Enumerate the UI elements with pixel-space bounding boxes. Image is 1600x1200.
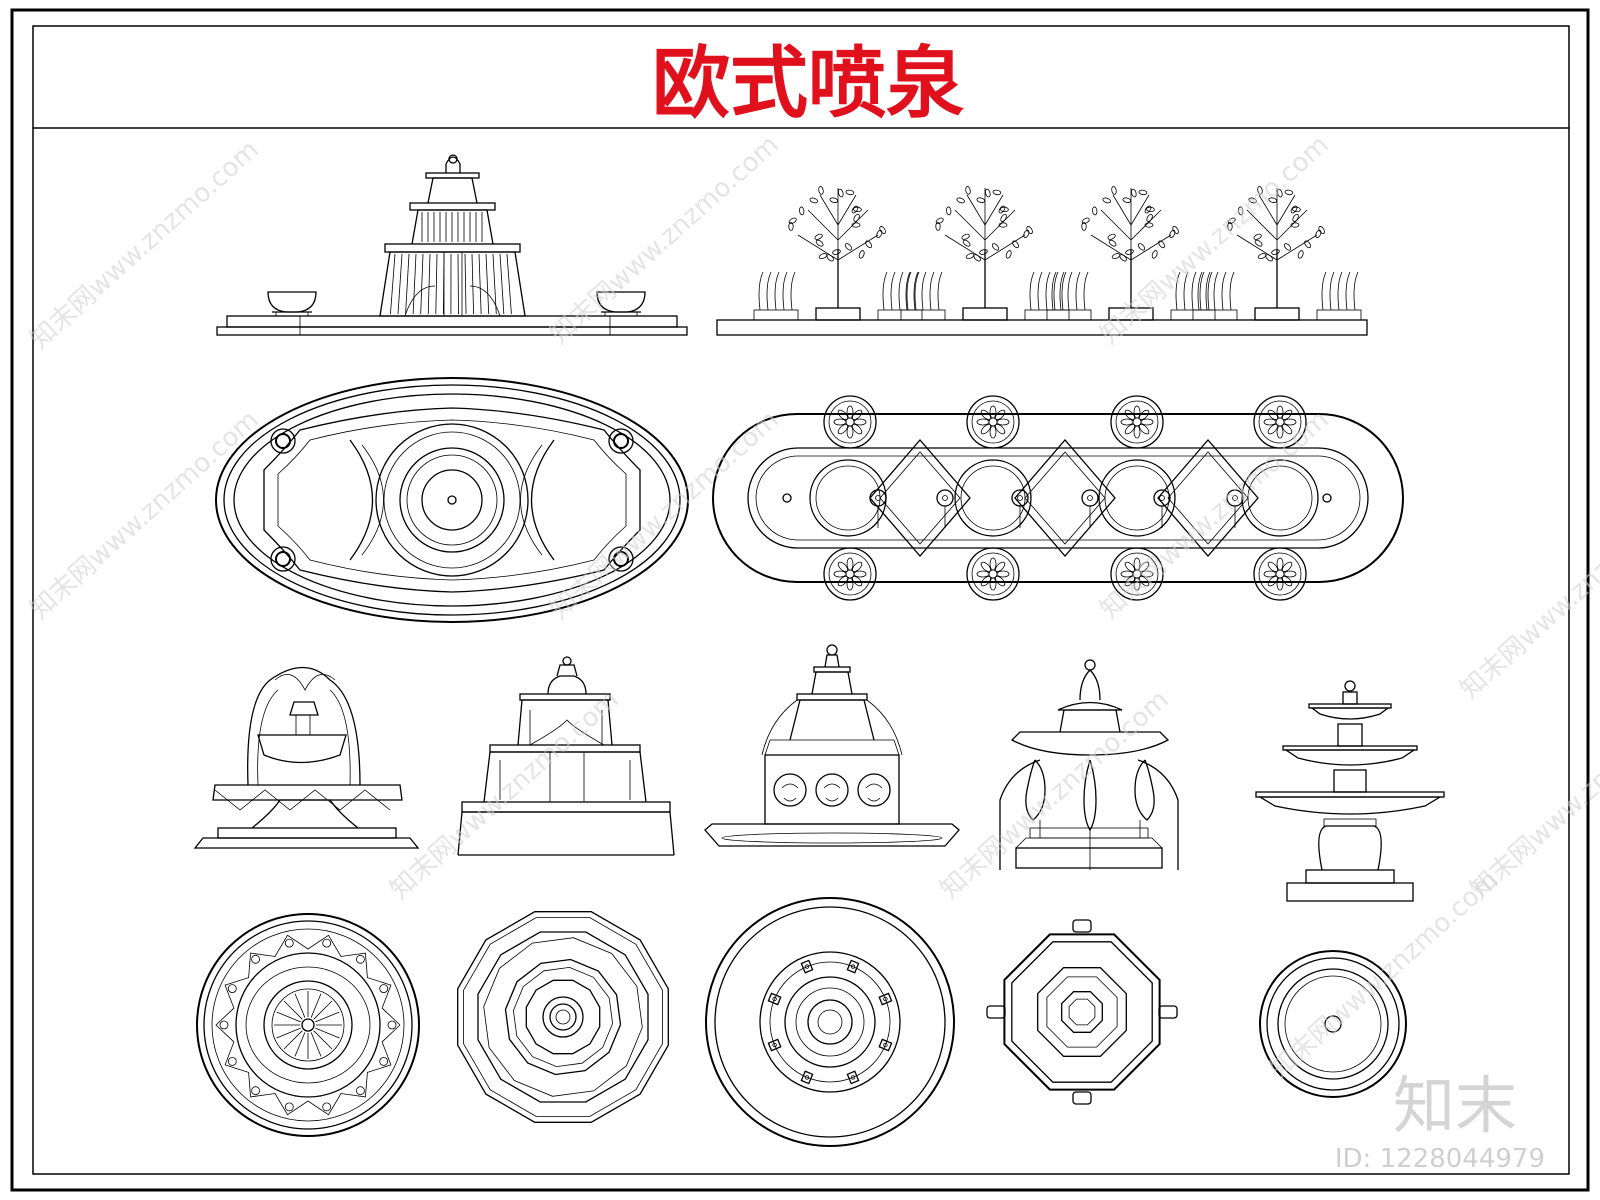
brand-logo: 知末 [1393, 1069, 1517, 1142]
watermark-layer: 知末网www.znzmo.com 知末网www.znzmo.com 知末网www.z… [25, 130, 1600, 1085]
ornate-round-fountain-plan [196, 913, 420, 1137]
svg-text:知末网www.znzmo.com: 知末网www.znzmo.com [385, 685, 625, 905]
image-id: ID: 1228044979 [1335, 1144, 1545, 1174]
bell-fountain-elevation [193, 667, 420, 849]
lion-head-fountain-elevation [704, 644, 960, 847]
outer-frame [10, 8, 1590, 1192]
two-tier-fountain-elevation [457, 656, 675, 856]
oval-pool-plan [215, 377, 689, 623]
small-round-fountain-plan [1259, 950, 1407, 1098]
octagon-fountain-plan [986, 919, 1178, 1105]
large-round-fountain-plan [705, 897, 955, 1147]
three-tier-birdbath-fountain-elevation [1255, 680, 1445, 902]
svg-text:知末网www.znzmo.com: 知末网www.znzmo.com [545, 130, 785, 350]
svg-text:知末网www.znzmo.com: 知末网www.znzmo.com [935, 685, 1175, 905]
svg-text:知末网www.znzmo.com: 知末网www.znzmo.com [25, 405, 265, 625]
tiered-fountain-elevation-with-planters [216, 154, 688, 336]
heron-fountain-elevation [999, 659, 1179, 870]
svg-text:知末网www.znzmo.com: 知末网www.znzmo.com [545, 405, 785, 625]
dodecagon-fountain-plan [457, 911, 669, 1123]
inner-frame [32, 25, 1570, 1175]
svg-text:知末网www.znzmo.com: 知末网www.znzmo.com [25, 135, 265, 355]
fountain-row-with-trees-elevation [716, 186, 1368, 336]
svg-text:知末网www.znzmo.com: 知末网www.znzmo.com [1265, 865, 1505, 1085]
svg-text:知末网www.znzmo.com: 知末网www.znzmo.com [1455, 485, 1600, 705]
page-title: 欧式喷泉 [652, 38, 964, 129]
linear-pool-plan [712, 395, 1404, 601]
